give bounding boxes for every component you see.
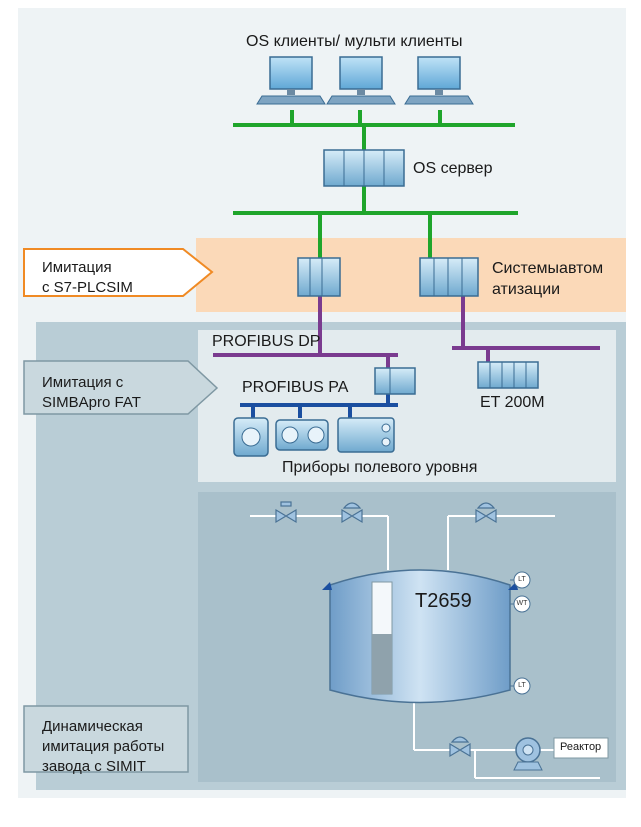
automation-systems-label: Системыавтом атизации — [492, 260, 604, 298]
lt-tag: LT — [518, 576, 526, 583]
plcsim-callout-label: Имитация с S7-PLCSIM — [42, 259, 133, 296]
plc-icon — [297, 257, 341, 297]
dp-pa-coupler-icon — [374, 367, 416, 395]
lt-tag: LT — [518, 682, 526, 689]
level-transmitter-icon — [510, 571, 531, 589]
profibus-dp-bus — [213, 296, 600, 368]
valve-icon — [275, 501, 297, 524]
flowmeter-icon — [275, 419, 329, 451]
reactor-label: Реактор — [560, 741, 602, 753]
ethernet-network — [233, 110, 518, 258]
level-transmitter-icon — [510, 677, 531, 695]
reactor-box — [553, 737, 609, 759]
tank-label: T2659 — [415, 590, 472, 612]
valve-icon — [341, 502, 363, 524]
os-server-label: OS сервер — [413, 160, 493, 177]
os-clients-label: OS клиенты/ мульти клиенты — [246, 33, 463, 50]
callout-simit — [23, 705, 189, 773]
profibus-dp-label: PROFIBUS DP — [212, 333, 321, 350]
tank-icon — [322, 569, 518, 704]
server-icon — [323, 149, 405, 187]
callout-plcsim — [23, 248, 214, 297]
plc-icon — [419, 257, 479, 297]
valve-icon — [475, 502, 497, 524]
et200m-label: ET 200M — [480, 394, 545, 411]
simit-callout-label: Динамическая имитация работы завода с SI… — [42, 718, 165, 775]
et200m-icon — [477, 361, 539, 389]
simbapro-callout-label: Имитация с SIMBApro FAT — [42, 374, 141, 411]
profibus-pa-label: PROFIBUS PA — [242, 379, 349, 396]
valve-icon — [449, 736, 471, 758]
pump-icon — [513, 737, 543, 771]
wt-tag: WT — [516, 600, 528, 607]
computer-icon — [404, 56, 474, 105]
computer-icon — [256, 56, 326, 105]
plc-simulation-zone — [196, 238, 626, 312]
computer-icon — [326, 56, 396, 105]
field-devices-label: Приборы полевого уровня — [282, 459, 478, 476]
piping — [250, 515, 600, 779]
transmitter-icon — [233, 417, 269, 457]
positioner-icon — [337, 417, 395, 453]
weight-transmitter-icon — [510, 595, 531, 613]
callout-simbapro — [23, 360, 219, 415]
